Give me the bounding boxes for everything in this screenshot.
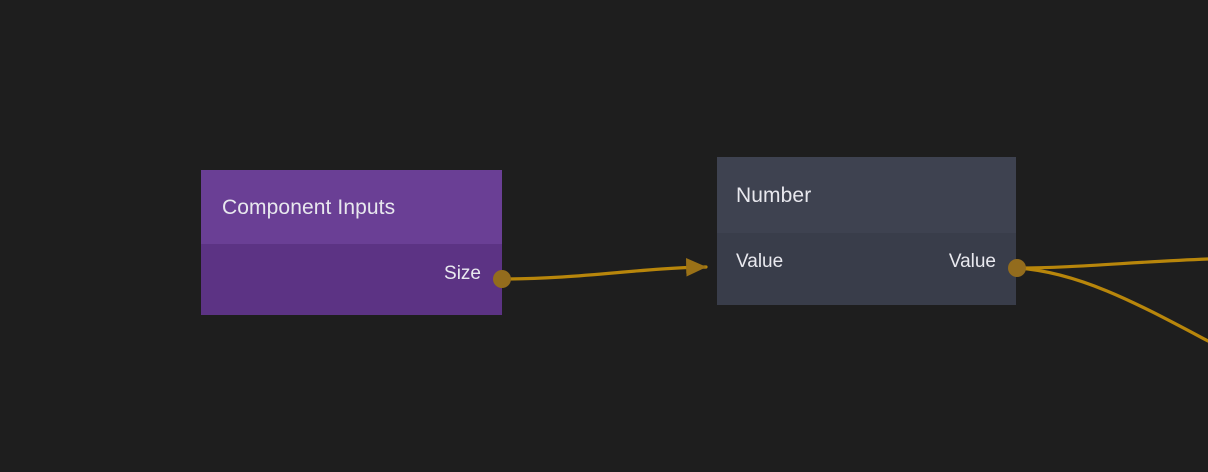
output-port-dot-value[interactable]: [1008, 259, 1026, 277]
output-port-label-value: Value: [948, 251, 996, 272]
node-title: Component Inputs: [222, 195, 396, 219]
edge-size-to-value: [500, 258, 708, 281]
port-row-value[interactable]: Value Value: [736, 233, 996, 273]
port-row-size[interactable]: Size: [222, 244, 481, 284]
node-body: Size: [201, 244, 502, 315]
edge-value-out-lower: [1015, 266, 1208, 343]
node-component-inputs[interactable]: Component Inputs Size: [201, 170, 511, 315]
node-header[interactable]: Number: [717, 157, 1016, 233]
node-body: Value Value: [717, 233, 1016, 305]
node-number[interactable]: Number Value Value: [717, 157, 1026, 305]
node-header[interactable]: Component Inputs: [201, 170, 502, 244]
output-port-dot-size[interactable]: [493, 270, 511, 288]
edge-value-out-upper: [1015, 257, 1208, 270]
input-port-label-value: Value: [736, 251, 784, 272]
output-port-label-size: Size: [444, 262, 481, 284]
node-title: Number: [736, 183, 812, 207]
